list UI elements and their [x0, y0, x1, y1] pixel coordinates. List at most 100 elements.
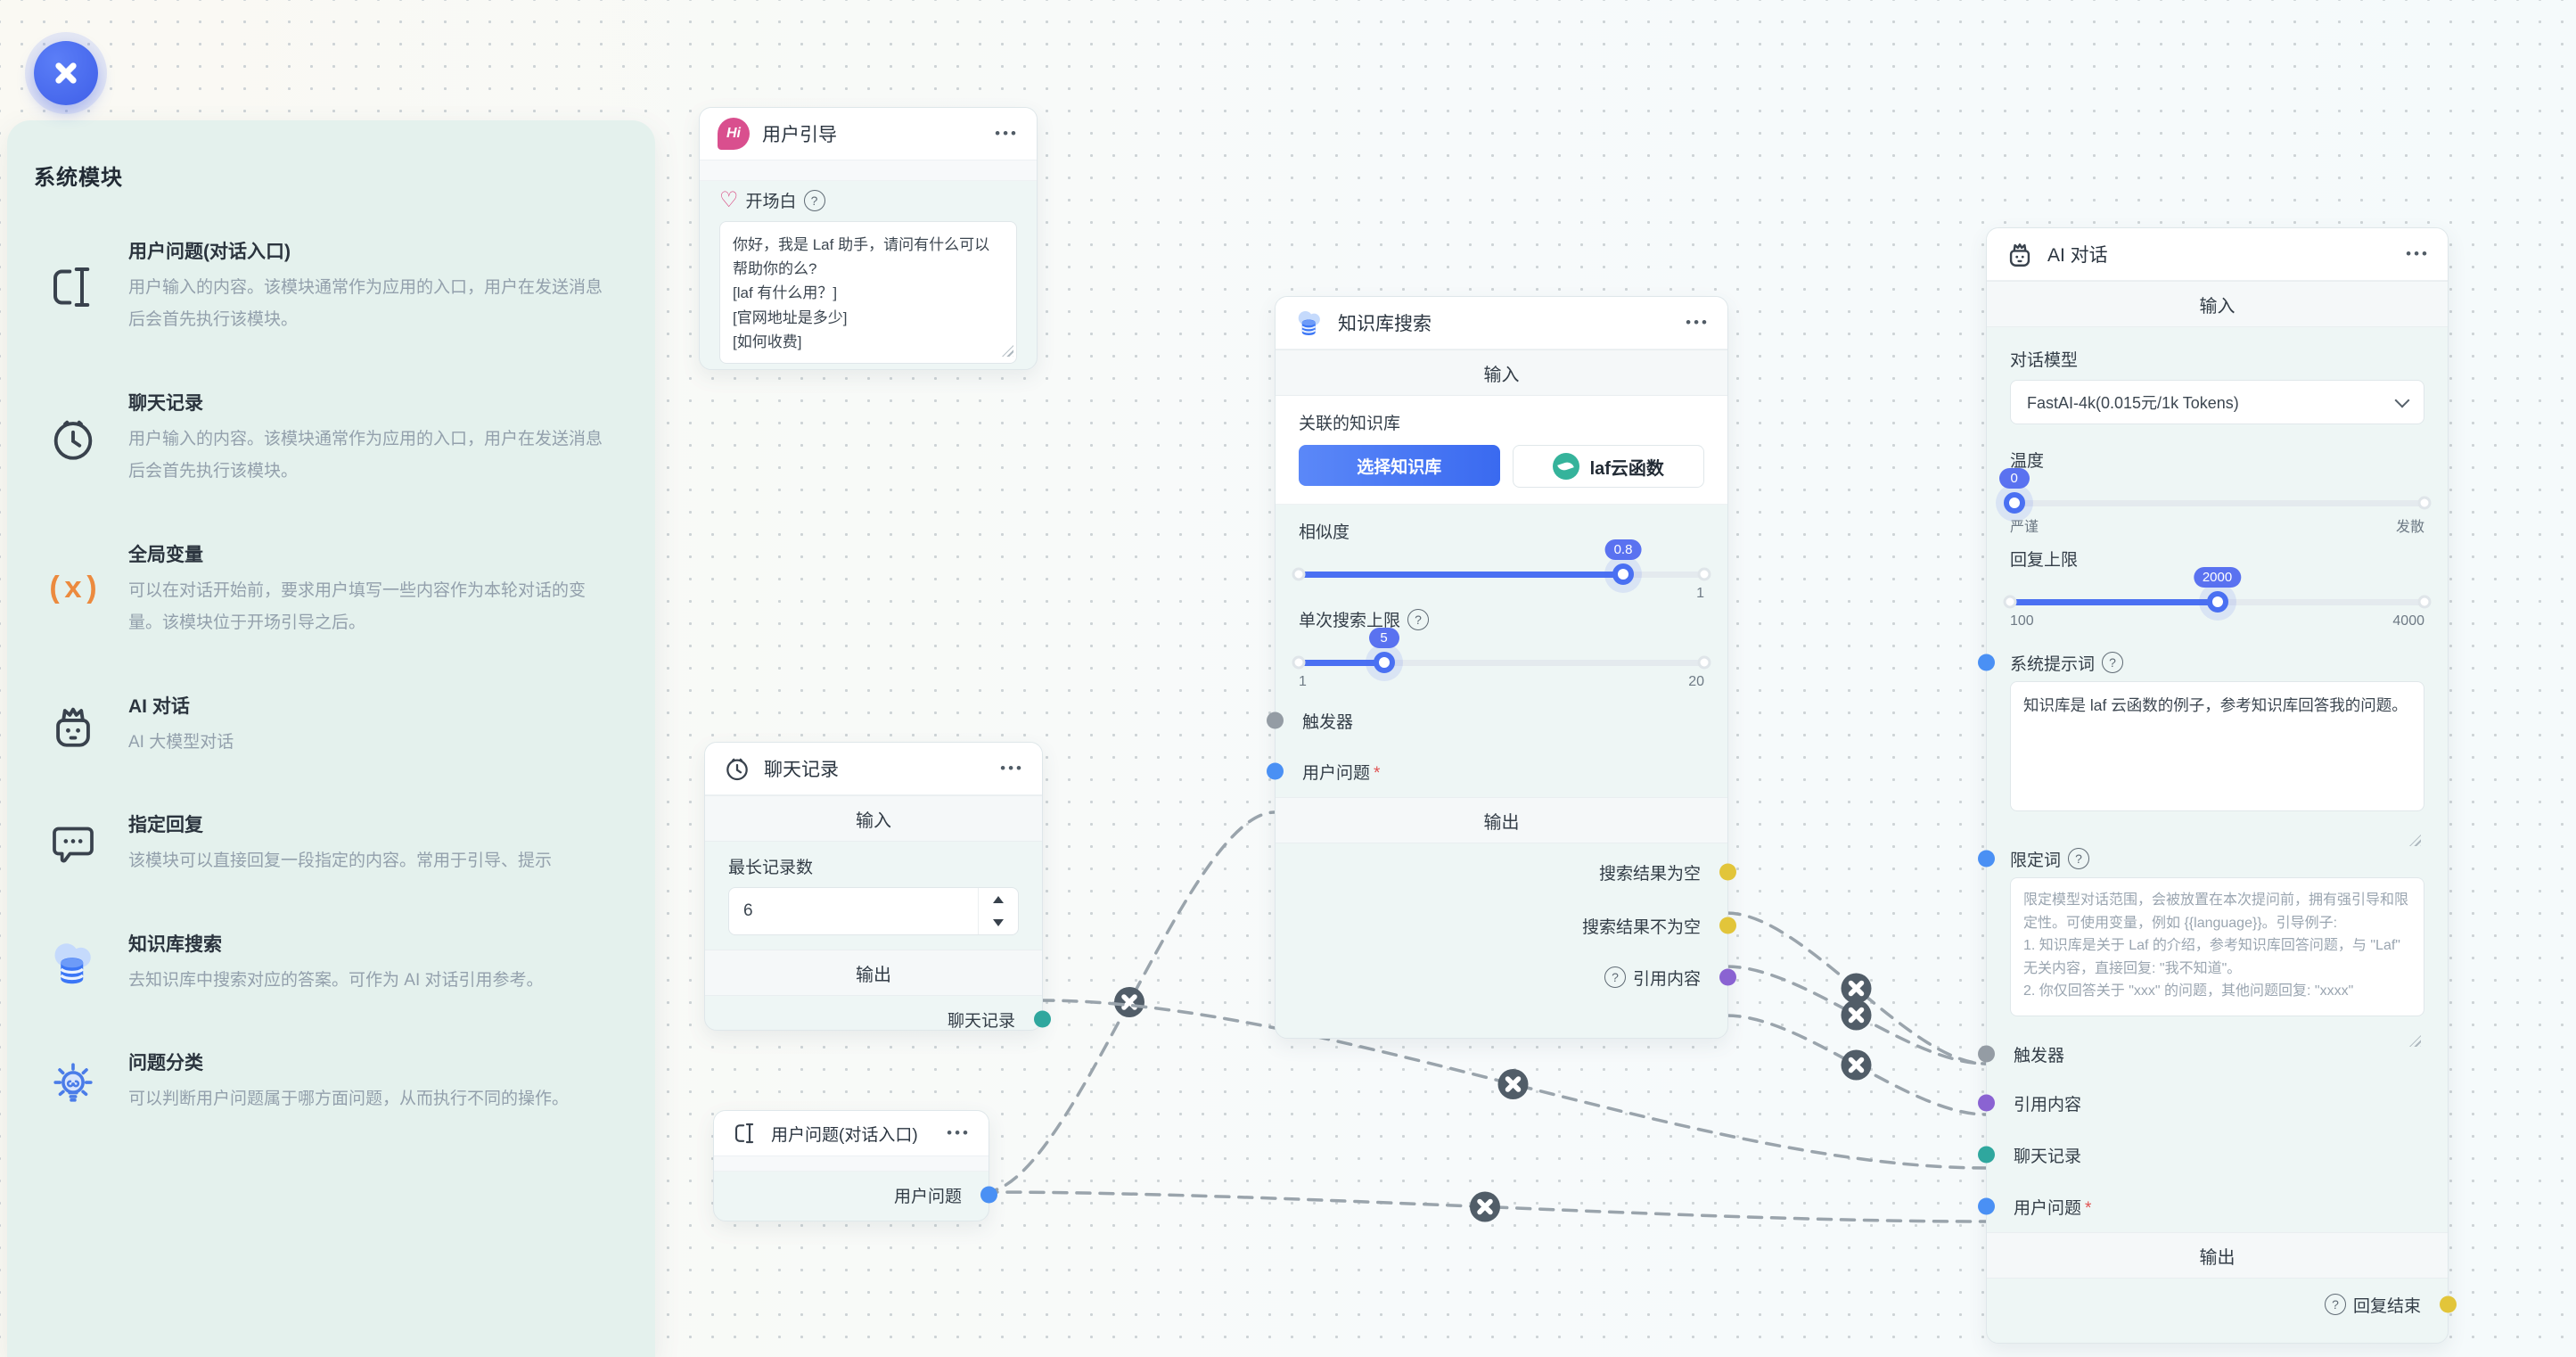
sidebar-item-user-question[interactable]: 用户问题(对话入口) 用户输入的内容。该模块通常作为应用的入口，用户在发送消息后…	[7, 237, 655, 337]
stepper-up-button[interactable]	[979, 888, 1018, 911]
sidebar-item-fixed-reply[interactable]: 指定回复 该模块可以直接回复一段指定的内容。常用于引导、提示	[7, 810, 655, 877]
model-value: FastAI-4k(0.015元/1k Tokens)	[2027, 394, 2239, 412]
similarity-slider[interactable]: 0.8 1	[1292, 539, 1711, 601]
port-kb-not-empty-out[interactable]	[1719, 917, 1736, 934]
port-ai-quote-in[interactable]	[1978, 1094, 1995, 1112]
help-icon[interactable]	[803, 189, 825, 211]
welcome-textarea[interactable]: 你好，我是 Laf 助手，请问有什么可以帮助你的么? [laf 有什么用？] […	[719, 221, 1017, 364]
sidebar-item-chat-history[interactable]: 聊天记录 用户输入的内容。该模块通常作为应用的入口，用户在发送消息后会首先执行该…	[7, 389, 655, 489]
port-ai-question-in[interactable]	[1978, 1197, 1995, 1215]
sidebar-item-question-classify[interactable]: 问题分类 可以判断用户问题属于哪方面问题，从而执行不同的操作。	[7, 1049, 655, 1115]
stepper-down-button[interactable]	[979, 911, 1018, 934]
node-title: 用户问题(对话入口)	[771, 1125, 918, 1145]
kb-database-icon	[1293, 307, 1325, 339]
search-limit-label: 单次搜索上限	[1299, 612, 1401, 630]
reply-bubble-icon	[41, 819, 105, 869]
help-icon[interactable]	[2324, 1294, 2346, 1315]
node-user-question-header[interactable]: 用户问题(对话入口)	[714, 1111, 989, 1156]
edge-delete-button-kb-quote-to-ai-quote[interactable]	[1841, 1049, 1872, 1081]
port-kb-trigger-in[interactable]	[1267, 711, 1284, 729]
sidebar-item-global-variable[interactable]: (x) 全局变量 可以在对话开始前，要求用户填写一些内容作为本轮对话的变量。该模…	[7, 540, 655, 640]
port-user-question-out[interactable]	[980, 1186, 997, 1204]
max-tokens-slider[interactable]: 2000 100 4000	[2003, 567, 2432, 629]
port-ai-system-prompt-in[interactable]	[1978, 654, 1995, 671]
temperature-thumb[interactable]	[2003, 492, 2025, 514]
node-kb-search-header[interactable]: 知识库搜索	[1276, 297, 1727, 350]
edge-delete-button-user-question-to-kb-question[interactable]	[1114, 987, 1144, 1017]
close-panel-button[interactable]	[34, 41, 98, 105]
select-kb-button[interactable]: 选择知识库	[1299, 445, 1500, 486]
port-kb-empty-out[interactable]	[1719, 863, 1736, 881]
module-sidebar: 系统模块 用户问题(对话入口) 用户输入的内容。该模块通常作为应用的入口，用户在…	[7, 120, 655, 1357]
node-chat-history-header[interactable]: 聊天记录	[705, 743, 1042, 795]
sidebar-item-kb-search[interactable]: 知识库搜索 去知识库中搜索对应的答案。可作为 AI 对话引用参考。	[7, 930, 655, 997]
sidebar-item-desc: 去知识库中搜索对应的答案。可作为 AI 对话引用参考。	[128, 970, 544, 990]
input-section-bar: 输入	[1276, 350, 1727, 396]
similarity-thumb[interactable]	[1612, 563, 1634, 585]
port-ai-limit-words-in[interactable]	[1978, 850, 1995, 868]
search-limit-slider[interactable]: 5 1 20	[1292, 628, 1711, 689]
temperature-max-label: 发散	[2395, 520, 2424, 535]
node-band	[700, 160, 1037, 181]
edge-delete-button-kb-not-empty-to-ai-trigger[interactable]	[1841, 999, 1872, 1031]
node-menu-button[interactable]	[1000, 760, 1024, 777]
kb-trigger-label: 触发器	[1302, 712, 1354, 732]
port-kb-question-in[interactable]	[1267, 762, 1284, 780]
limit-words-textarea[interactable]: 限定模型对话范围，会被放置在本次提问前，拥有强引导和限定性。可使用变量，例如 {…	[2010, 877, 2424, 1016]
bulb-icon	[41, 1057, 105, 1108]
help-icon[interactable]	[1604, 966, 1626, 988]
node-menu-button[interactable]	[1686, 314, 1710, 332]
welcome-heart-icon: ♡	[719, 187, 739, 212]
node-ai-chat-header[interactable]: AI 对话	[1987, 228, 2448, 281]
sidebar-item-ai-chat[interactable]: AI 对话 AI 大模型对话	[7, 692, 655, 759]
hi-avatar-icon: Hi	[718, 118, 750, 150]
kb-tag-laf[interactable]: laf云函数	[1512, 445, 1704, 488]
robot-icon	[41, 700, 105, 752]
ai-question-label: 用户问题	[2014, 1195, 2091, 1219]
node-user-guide-header[interactable]: Hi 用户引导	[700, 108, 1037, 160]
node-menu-button[interactable]	[995, 125, 1019, 143]
edge-delete-button-chat-history-to-ai-history[interactable]	[1497, 1069, 1529, 1099]
help-icon[interactable]	[2068, 848, 2090, 869]
node-menu-button[interactable]	[947, 1124, 971, 1142]
help-icon[interactable]	[2102, 652, 2124, 673]
sidebar-item-title: 用户问题(对话入口)	[128, 242, 291, 262]
kb-relation-label: 关联的知识库	[1299, 415, 1401, 433]
search-limit-thumb[interactable]	[1373, 652, 1395, 673]
node-menu-button[interactable]	[2406, 245, 2430, 263]
port-ai-finish-out[interactable]	[2440, 1295, 2457, 1313]
node-title: 知识库搜索	[1338, 314, 1432, 334]
node-ai-chat: AI 对话 输入 对话模型 FastAI-4k(0.015元/1k Tokens…	[1978, 227, 2457, 1344]
kb-question-label: 用户问题	[1302, 760, 1380, 784]
sidebar-item-desc: 可以判断用户问题属于哪方面问题，从而执行不同的操作。	[128, 1090, 570, 1109]
node-title: 用户引导	[762, 125, 837, 145]
edge-delete-button-user-question-to-ai-question[interactable]	[1470, 1191, 1500, 1222]
sidebar-item-desc: AI 大模型对话	[128, 732, 234, 752]
temperature-slider[interactable]: 0 严谨 发散	[1998, 468, 2432, 535]
clock-icon	[41, 413, 105, 465]
welcome-label: 开场白	[745, 193, 797, 211]
model-select[interactable]: FastAI-4k(0.015元/1k Tokens)	[2010, 380, 2424, 424]
port-kb-quote-out[interactable]	[1719, 968, 1736, 986]
system-prompt-textarea[interactable]: 知识库是 laf 云函数的例子，参考知识库回答我的问题。	[2010, 681, 2424, 811]
limit-words-label: 限定词	[2010, 851, 2062, 870]
sidebar-item-desc: 可以在对话开始前，要求用户填写一些内容作为本轮对话的变量。该模块位于开场引导之后…	[128, 580, 587, 633]
sidebar-item-title: 知识库搜索	[128, 933, 222, 955]
port-ai-trigger-in[interactable]	[1978, 1045, 1995, 1063]
help-icon[interactable]	[1407, 608, 1430, 630]
max-records-input[interactable]: 6	[728, 887, 1019, 935]
sidebar-item-title: 聊天记录	[128, 392, 203, 414]
port-ai-history-in[interactable]	[1978, 1146, 1995, 1164]
node-band	[714, 1156, 989, 1172]
sidebar-item-title: AI 对话	[128, 695, 190, 717]
port-chat-history-out[interactable]	[1034, 1010, 1051, 1028]
close-icon	[53, 60, 79, 86]
sidebar-item-title: 指定回复	[128, 815, 203, 836]
edge-delete-button-kb-empty-to-ai-trigger[interactable]	[1841, 973, 1872, 1004]
similarity-bubble: 0.8	[1604, 539, 1642, 560]
max-tokens-thumb[interactable]	[2206, 591, 2228, 613]
input-section-bar: 输入	[1987, 281, 2448, 327]
input-section-bar: 输入	[705, 795, 1042, 842]
sidebar-item-desc: 该模块可以直接回复一段指定的内容。常用于引导、提示	[128, 851, 553, 871]
text-cursor-icon	[732, 1120, 759, 1147]
